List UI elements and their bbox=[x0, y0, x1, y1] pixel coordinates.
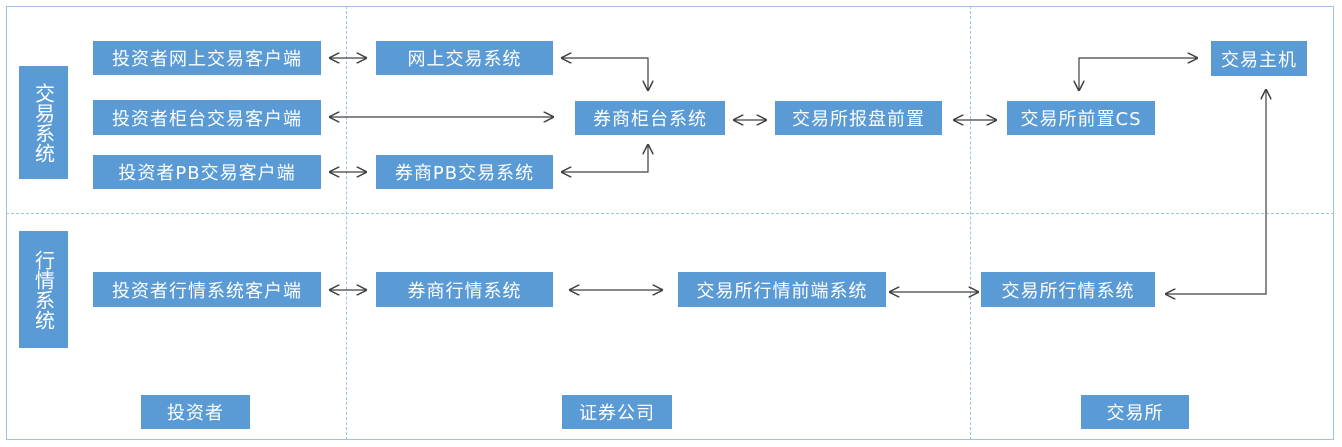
column-label-exchange: 交易所 bbox=[1081, 395, 1189, 429]
column-divider-investor-broker bbox=[346, 6, 347, 440]
arrow-online-system-to-counter-system bbox=[562, 58, 648, 90]
exchange-report-front-box: 交易所报盘前置 bbox=[775, 101, 942, 135]
row-label-market-system: 行情系统 bbox=[19, 231, 68, 348]
row-label-trading-system: 交易系统 bbox=[19, 66, 68, 179]
arrow-pb-system-to-counter-system bbox=[562, 145, 648, 172]
broker-counter-system-box: 券商柜台系统 bbox=[575, 101, 725, 135]
row-divider bbox=[6, 213, 1334, 214]
column-label-securities-company: 证券公司 bbox=[562, 395, 672, 429]
investor-online-client-box: 投资者网上交易客户端 bbox=[93, 41, 321, 75]
diagram-frame bbox=[6, 6, 1334, 440]
investor-counter-client-box: 投资者柜台交易客户端 bbox=[93, 100, 321, 135]
column-label-investor: 投资者 bbox=[141, 395, 250, 429]
investor-pb-client-box: 投资者PB交易客户端 bbox=[93, 155, 321, 189]
broker-market-system-box: 券商行情系统 bbox=[376, 272, 553, 307]
exchange-host-box: 交易主机 bbox=[1211, 41, 1307, 76]
online-trading-system-box: 网上交易系统 bbox=[376, 41, 553, 75]
broker-pb-system-box: 券商PB交易系统 bbox=[376, 155, 553, 189]
investor-market-client-box: 投资者行情系统客户端 bbox=[93, 272, 321, 307]
column-divider-broker-exchange bbox=[970, 6, 971, 440]
arrow-exchange-host-to-exchange-market bbox=[1166, 90, 1266, 294]
exchange-market-front-box: 交易所行情前端系统 bbox=[678, 272, 886, 307]
exchange-market-system-box: 交易所行情系统 bbox=[981, 272, 1155, 307]
exchange-front-cs-box: 交易所前置CS bbox=[1007, 101, 1155, 135]
arrow-front-cs-to-exchange-host bbox=[1079, 58, 1197, 90]
